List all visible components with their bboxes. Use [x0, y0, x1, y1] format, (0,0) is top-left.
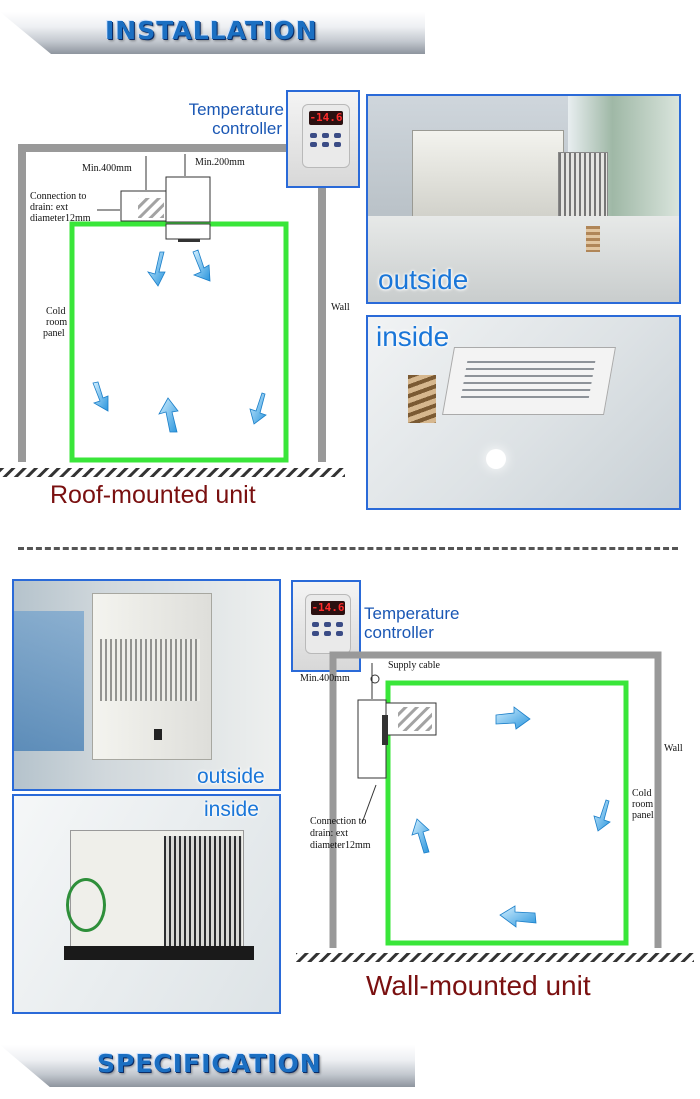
wall-outline	[18, 144, 326, 462]
controller-display: -14.6	[311, 601, 345, 615]
roof-caption: Roof-mounted unit	[50, 481, 256, 509]
roof-drain-label-2: drain: ext	[30, 202, 69, 213]
roof-unit-body	[165, 176, 211, 223]
wall-unit-body	[357, 699, 387, 779]
section-divider	[18, 547, 678, 550]
installation-banner	[0, 12, 425, 54]
controller-display: -14.6	[309, 111, 343, 125]
roof-outside-photo: outside	[366, 94, 681, 304]
roof-drain-label-1: Connection to	[30, 191, 87, 202]
wall-inside-photo: inside	[12, 794, 281, 1014]
wall-diagram	[296, 651, 694, 962]
wall-cold-label-3: panel	[632, 810, 654, 821]
controller-device: -14.6	[302, 104, 350, 168]
specification-title: SPECIFICATION	[97, 1049, 322, 1078]
roof-outside-label: outside	[378, 264, 469, 295]
roof-cold-label-3: panel	[43, 328, 65, 339]
roof-min200-label: Min.200mm	[195, 157, 245, 168]
wall-supply-label: Supply cable	[388, 660, 440, 671]
roof-temp-controller-photo: -14.6	[286, 90, 360, 188]
wall-drain-label-1: Connection to	[310, 816, 367, 827]
wall-drain-label-2: drain: ext	[310, 828, 349, 839]
airflow-arrows	[411, 706, 611, 928]
cold-room-outline	[69, 221, 289, 463]
roof-unit-evaporator	[165, 223, 211, 240]
roof-min400-label: Min.400mm	[82, 163, 132, 174]
specification-banner	[0, 1045, 415, 1087]
wall-cold-label-1: Cold	[632, 788, 652, 799]
wall-inside-label: inside	[204, 798, 259, 821]
wall-outside-label: outside	[197, 765, 265, 788]
ground-hatch	[0, 468, 345, 477]
roof-cold-label-2: room	[46, 317, 68, 328]
installation-title: INSTALLATION	[105, 16, 318, 45]
roof-drain-label-3: diameter12mm	[30, 213, 91, 224]
roof-diagram	[0, 144, 345, 477]
roof-cold-label-1: Cold	[46, 306, 66, 317]
wall-caption: Wall-mounted unit	[366, 970, 591, 1001]
cold-room-outline	[385, 680, 629, 946]
roof-inside-photo: inside	[366, 315, 681, 510]
wall-cold-label-2: room	[632, 799, 654, 810]
wall-min400-label: Min.400mm	[300, 673, 350, 684]
ground-hatch	[296, 953, 694, 962]
roof-wall-label: Wall	[331, 302, 350, 313]
airflow-arrows	[92, 249, 267, 433]
wall-wall-label: Wall	[664, 743, 683, 754]
wall-drain-label-3: diameter12mm	[310, 840, 371, 851]
controller-device: -14.6	[305, 594, 351, 654]
roof-inside-label: inside	[376, 321, 450, 352]
wall-outline	[329, 651, 662, 948]
wall-outside-photo: outside	[12, 579, 281, 791]
